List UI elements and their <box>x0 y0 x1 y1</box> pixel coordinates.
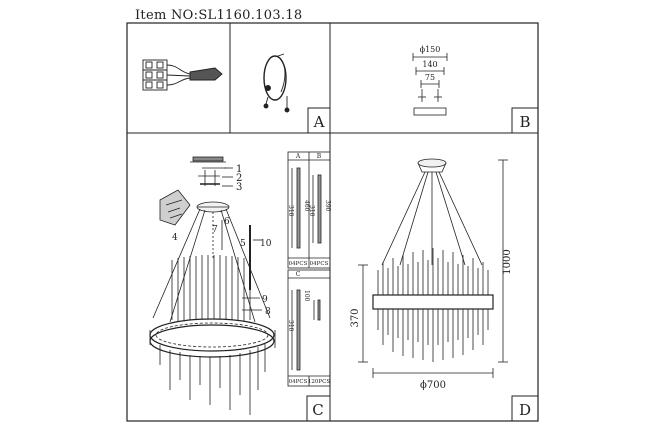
callout-10: 10 <box>260 239 272 249</box>
canopy-diameter-label: ϕ150 <box>420 45 441 54</box>
part-c-width: 310 <box>287 320 294 332</box>
wire-connector-drawing <box>142 59 223 91</box>
callout-6: 6 <box>224 217 230 227</box>
part-b-letter: B <box>317 153 322 160</box>
part-a-qty: 04PCS <box>289 261 308 267</box>
part-b-qty: 04PCS <box>310 261 329 267</box>
canopy-screw-span-label: 75 <box>425 73 435 82</box>
canopy-plate-width-label: 140 <box>422 60 437 69</box>
panel-b-canopy-drawing <box>412 53 448 116</box>
elevation-drawing <box>358 158 508 378</box>
part-c-length: 100 <box>303 290 310 302</box>
item-number-title: Item NO:SL1160.103.18 <box>135 8 303 23</box>
callout-2: 2 <box>236 173 242 184</box>
assembly-drawing <box>149 156 276 415</box>
callout-1: 1 <box>236 164 242 175</box>
callout-4: 4 <box>172 233 178 243</box>
part-a-letter: A <box>295 153 301 160</box>
diameter-label: ϕ700 <box>420 380 446 391</box>
callout-7: 7 <box>212 225 218 235</box>
panel-b-label-box: B <box>511 107 539 134</box>
body-height-label: 370 <box>350 308 361 327</box>
part-c-qty-small: 120PCS <box>308 379 330 385</box>
callout-9: 9 <box>262 295 268 305</box>
panel-a-label-box: A <box>307 107 331 134</box>
parts-table <box>287 151 331 387</box>
callout-3: 3 <box>236 182 242 193</box>
part-c-letter: C <box>296 271 301 278</box>
panel-d-letter: D <box>519 401 531 419</box>
part-a-width: 310 <box>287 205 294 217</box>
panel-c-label-box: C <box>306 395 331 422</box>
callout-5: 5 <box>240 239 246 249</box>
panel-b-letter: B <box>519 113 530 131</box>
outer-frame <box>126 22 539 422</box>
panel-c-letter: C <box>312 401 323 419</box>
part-c-qty: 04PCS <box>289 379 308 385</box>
part-b-length: 390 <box>324 200 331 212</box>
callout-8: 8 <box>265 307 271 317</box>
panel-a-letter: A <box>313 113 325 131</box>
panel-d-label-box: D <box>511 395 539 422</box>
panel-a-hook-drawing <box>263 53 290 113</box>
part-a-length: 460 <box>303 200 310 212</box>
overall-height-label: 1000 <box>502 249 513 274</box>
part-b-width: 310 <box>308 205 315 217</box>
